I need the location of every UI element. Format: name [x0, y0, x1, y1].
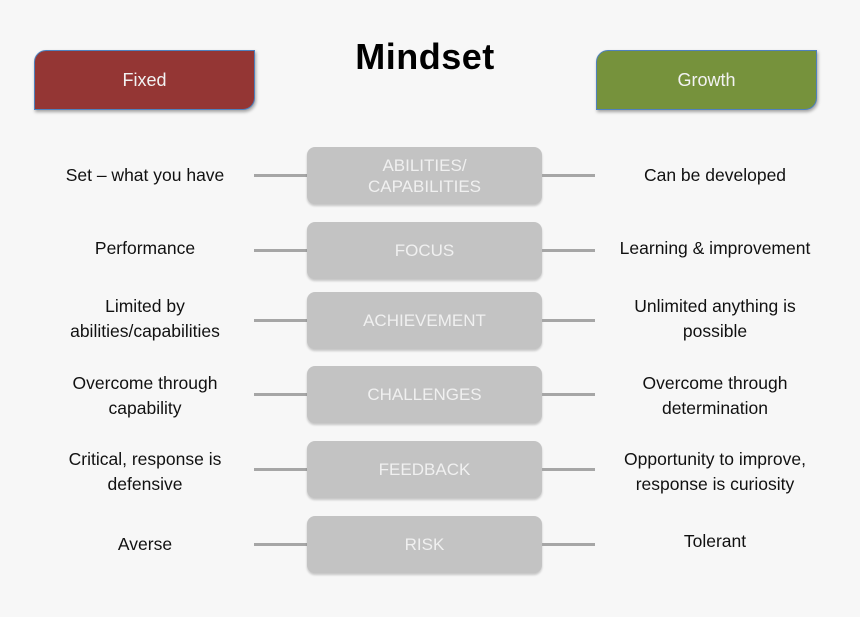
category-box: RISK — [307, 516, 542, 573]
comparison-row-risk: Averse RISK Tolerant — [0, 516, 860, 573]
comparison-row-focus: Performance FOCUS Learning & improvement — [0, 222, 860, 279]
right-connector — [542, 393, 595, 396]
left-connector — [254, 393, 307, 396]
right-connector — [542, 468, 595, 471]
growth-description: Tolerant — [683, 531, 747, 551]
fixed-description: Critical, response is defensive — [68, 449, 222, 494]
fixed-description: Performance — [94, 238, 196, 258]
category-box: ACHIEVEMENT — [307, 292, 542, 349]
growth-description: Opportunity to improve, response is curi… — [624, 449, 806, 494]
growth-description: Unlimited anything is possible — [634, 296, 796, 341]
category-box: FOCUS — [307, 222, 542, 279]
left-connector — [254, 174, 307, 177]
comparison-row-achievement: Limited by abilities/capabilities ACHIEV… — [0, 292, 860, 349]
fixed-mindset-header: Fixed — [34, 50, 255, 110]
fixed-description: Set – what you have — [65, 165, 225, 185]
category-box: FEEDBACK — [307, 441, 542, 498]
comparison-row-feedback: Critical, response is defensive FEEDBACK… — [0, 441, 860, 498]
category-box: ABILITIES/ CAPABILITIES — [307, 147, 542, 204]
growth-header-label: Growth — [677, 69, 736, 90]
growth-description: Can be developed — [643, 165, 787, 185]
fixed-description: Overcome through capability — [72, 373, 218, 418]
left-connector — [254, 468, 307, 471]
right-connector — [542, 249, 595, 252]
category-box: CHALLENGES — [307, 366, 542, 423]
left-connector — [254, 249, 307, 252]
left-connector — [254, 319, 307, 322]
comparison-row-challenges: Overcome through capability CHALLENGES O… — [0, 366, 860, 423]
fixed-description: Averse — [117, 534, 173, 554]
fixed-header-label: Fixed — [122, 69, 167, 90]
comparison-row-abilities: Set – what you have ABILITIES/ CAPABILIT… — [0, 147, 860, 204]
right-connector — [542, 319, 595, 322]
right-connector — [542, 174, 595, 177]
growth-description: Overcome through determination — [642, 373, 788, 418]
diagram-title: Mindset — [355, 36, 495, 77]
right-connector — [542, 543, 595, 546]
fixed-description: Limited by abilities/capabilities — [70, 296, 220, 341]
growth-mindset-header: Growth — [596, 50, 817, 110]
growth-description: Learning & improvement — [619, 238, 811, 258]
left-connector — [254, 543, 307, 546]
